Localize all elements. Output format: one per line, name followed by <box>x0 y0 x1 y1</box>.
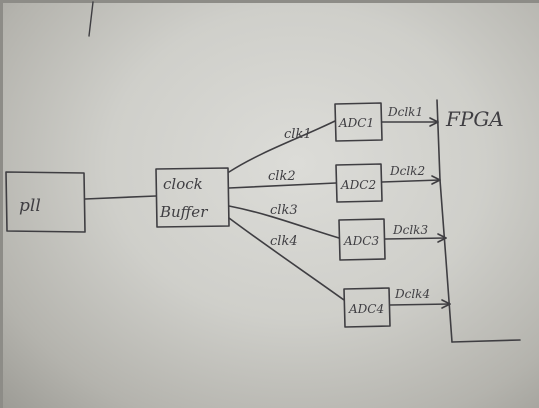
buffer-label-line1: clock <box>163 175 203 193</box>
adc2-label: ADC2 <box>340 178 376 192</box>
adc3-block: ADC3 <box>338 218 386 261</box>
clk4-label: clk4 <box>270 234 298 249</box>
adc2-block: ADC2 <box>335 163 383 203</box>
dclk2-label: Dclk2 <box>389 164 425 178</box>
clk3-line <box>228 205 340 239</box>
adc4-label: ADC4 <box>348 302 384 316</box>
pll-block: pll <box>5 171 86 233</box>
dclk1-label: Dclk1 <box>387 105 423 119</box>
fpga-label: FPGA <box>445 107 504 131</box>
photo-edge-left <box>0 0 3 408</box>
clk1-label: clk1 <box>284 127 312 142</box>
clk2-label: clk2 <box>268 169 296 184</box>
adc1-label: ADC1 <box>338 116 374 130</box>
clk3-label: clk3 <box>270 203 298 218</box>
stray-pen-mark <box>88 1 94 37</box>
dclk4-arrow <box>389 299 451 309</box>
adc1-block: ADC1 <box>334 102 383 142</box>
buffer-label-line2: Buffer <box>159 203 208 221</box>
dclk3-arrow <box>384 233 447 243</box>
fpga-block: FPGA <box>436 99 521 343</box>
dclk3-label: Dclk3 <box>392 223 428 237</box>
photo-edge-top <box>0 0 539 3</box>
adc4-block: ADC4 <box>343 287 391 328</box>
clk2-line <box>228 182 337 189</box>
pll-label: pll <box>19 196 41 216</box>
dclk4-label: Dclk4 <box>394 287 430 301</box>
clock-buffer-block: clock Buffer <box>155 167 230 228</box>
pll-to-buffer-line <box>84 195 157 200</box>
clk4-line <box>228 217 345 301</box>
clk1-line <box>228 120 336 173</box>
adc3-label: ADC3 <box>343 234 379 248</box>
dclk1-arrow <box>381 117 439 127</box>
